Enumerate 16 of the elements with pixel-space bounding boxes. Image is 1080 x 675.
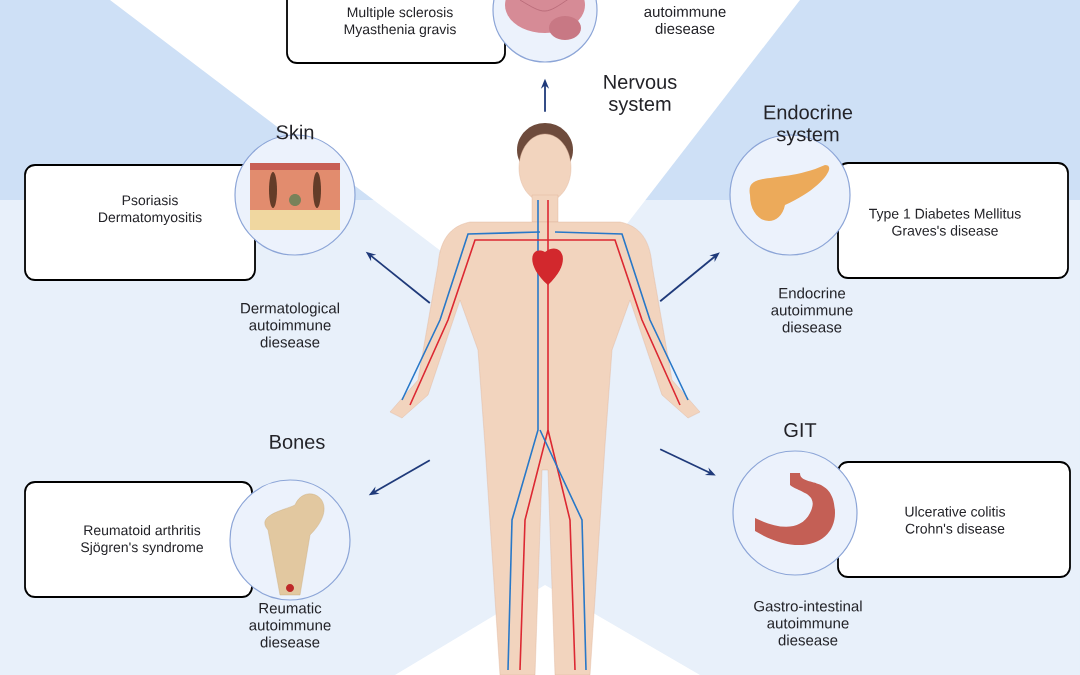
system-heading: GIT [784,422,817,438]
disease-box: Multiple sclerosis Myasthenia gravis [286,0,506,64]
disease-category-label: autoimmune diesease [644,6,726,34]
system-heading: Skin [276,124,314,140]
disease-category-label: Reumatic autoimmune diesease [249,602,331,648]
disease-box: Reumatoid arthritis Sjögren's syndrome [24,481,253,598]
disease-category-label: Endocrine autoimmune diesease [771,287,853,333]
disease-box: Psoriasis Dermatomyositis [24,164,256,281]
human-body-drawing [389,123,701,675]
disease-category-label: Gastro-intestinal autoimmune diesease [754,600,862,646]
disease-box: Ulcerative colitis Crohn's disease [837,461,1071,578]
disease-box: Type 1 Diabetes Mellitus Graves's disease [837,162,1069,279]
system-heading: Endocrine system [764,104,853,146]
system-heading: Bones [270,435,325,449]
system-heading: Nervous system [604,75,677,115]
disease-category-label: Dermatological autoimmune diesease [241,302,339,348]
